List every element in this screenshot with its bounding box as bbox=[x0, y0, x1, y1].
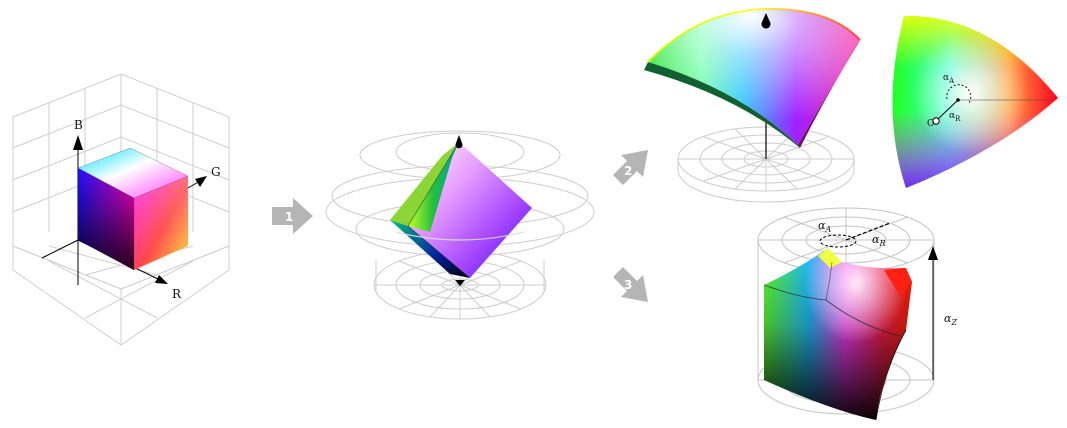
rotated-cube-panel bbox=[326, 131, 594, 319]
axis-label-b: B bbox=[74, 118, 83, 132]
center-point-icon bbox=[956, 98, 960, 102]
cylinder-panel: αA αR αZ bbox=[758, 208, 957, 420]
step-1-arrow: 1 bbox=[272, 198, 313, 234]
top-vertex-marker-icon bbox=[455, 135, 462, 148]
g-axis-arrow-icon bbox=[195, 176, 207, 187]
rgb-cube bbox=[78, 148, 188, 270]
step-3-arrow: 3 bbox=[613, 267, 648, 302]
step-2-arrow: 2 bbox=[613, 150, 648, 185]
origin-label: O bbox=[927, 119, 934, 129]
r-axis-arrow-icon bbox=[155, 275, 168, 284]
cylinder-color-solid bbox=[764, 248, 912, 420]
curved-surface-panel bbox=[644, 9, 860, 202]
cyl-alpha-a-label: αA bbox=[818, 219, 831, 234]
step-3-number: 3 bbox=[624, 278, 632, 292]
step-2-number: 2 bbox=[624, 164, 632, 178]
axis-label-g: G bbox=[211, 165, 221, 179]
polar-sector-panel: αA αR O bbox=[892, 16, 1058, 188]
rgb-cube-panel: B G R bbox=[13, 74, 229, 345]
cyl-alpha-z-label: αZ bbox=[944, 312, 957, 327]
axis-label-r: R bbox=[172, 287, 182, 301]
b-axis-arrow-icon bbox=[73, 135, 83, 150]
color-sector bbox=[892, 16, 1058, 188]
step-1-number: 1 bbox=[285, 210, 293, 224]
alpha-z-arrow-icon bbox=[928, 246, 938, 260]
